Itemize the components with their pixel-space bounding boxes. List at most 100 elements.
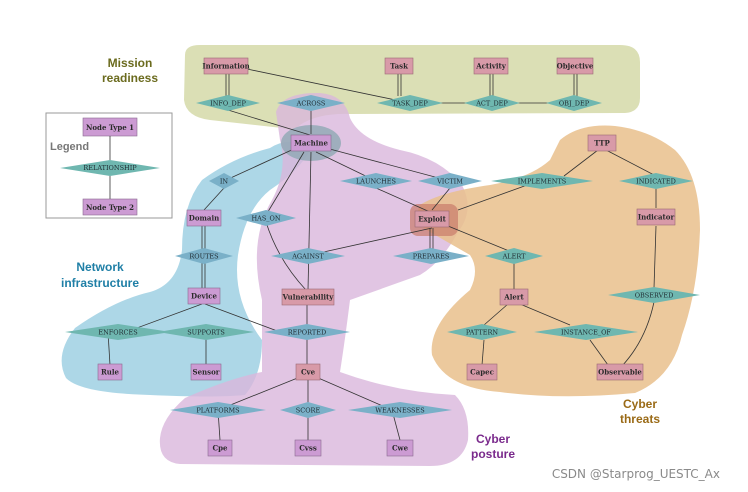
posture-label-line2: posture [471,447,515,461]
node-box [186,209,222,227]
node-exploit: Exploit [414,210,450,228]
node-label: Indicator [638,213,675,222]
mission-label-line1: Mission [108,56,153,70]
relationship-label: OBSERVED [635,291,674,299]
relationship-label: REPORTED [288,328,326,336]
relationship-diamond [546,95,602,111]
relationship-score: SCORE [280,402,336,418]
network-label-line2: infrastructure [61,276,139,290]
node-box [384,57,414,75]
relationship-info-dep: INFO_DEP [196,95,260,111]
relationship-diamond [170,402,266,418]
legend-node-type-2-label: Node Type 2 [86,203,134,212]
relationship-label: IN [220,177,229,185]
relationship-label: SUPPORTS [187,328,225,336]
relationship-label: TASK_DEP [392,99,428,107]
node-box [187,287,221,305]
relationship-label: ACT_DEP [475,99,508,107]
relationship-label: ACROSS [296,99,326,107]
mission-label-line2: readiness [102,71,158,85]
node-cve: Cve [295,363,321,381]
relationship-instance-of: INSTANCE_OF [534,324,638,340]
node-objective: Objective [557,57,594,75]
watermark: CSDN @Starprog_UESTC_Ax [552,467,720,481]
relationship-diamond [377,95,443,111]
relationship-label: AGAINST [291,252,324,260]
relationship-label: INSTANCE_OF [561,328,611,336]
relationship-task-dep: TASK_DEP [377,95,443,111]
relationship-enforces: ENFORCES [65,324,171,340]
relationship-label: ROUTES [189,252,218,260]
legend-node-type-2 [82,198,138,216]
relationship-label: HAS_ON [251,214,280,222]
node-label: Machine [294,139,328,148]
relationship-label: LAUNCHES [356,177,396,185]
relationship-label: SCORE [296,406,321,414]
node-domain: Domain [186,209,222,227]
relationship-diamond [158,324,254,340]
node-box [97,363,123,381]
relationship-launches: LAUNCHES [340,173,412,189]
legend-box: Legend Node Type 1 RELATIONSHIP Node Typ… [45,112,173,219]
relationship-label: WEAKNESSES [375,406,424,414]
node-label: Cvss [299,444,317,453]
node-box [207,439,233,457]
posture-label-line1: Cyber [476,432,510,446]
relationship-label: PREPARES [413,252,450,260]
relationship-label: INFO_DEP [210,99,246,107]
node-label: Device [191,292,218,301]
legend-node-type-1-label: Node Type 1 [86,123,134,132]
node-label: Activity [475,62,507,71]
node-information: Information [202,57,250,75]
relationship-alert: ALERT [485,248,543,264]
relationship-diamond [280,402,336,418]
relationship-label: PATTERN [466,328,499,336]
relationship-implements: IMPLEMENTS [491,173,593,189]
relationship-indicated: INDICATED [619,173,693,189]
node-label: TTP [594,139,610,148]
relationship-diamond [264,324,350,340]
relationship-victim: VICTIM [418,173,482,189]
relationship-across: ACROSS [277,95,345,111]
node-box [466,363,498,381]
node-box [499,288,529,306]
node-box [587,134,617,152]
node-activity: Activity [473,57,509,75]
node-box [290,134,332,152]
relationship-diamond [277,95,345,111]
node-label: Objective [557,62,594,71]
threats-region [417,125,700,397]
relationship-label: PLATFORMS [196,406,239,414]
legend-relationship-label: RELATIONSHIP [83,164,137,172]
relationship-diamond [619,173,693,189]
relationship-diamond [534,324,638,340]
relationship-has-on: HAS_ON [236,210,296,226]
node-rule: Rule [97,363,123,381]
threats-label-line1: Cyber [623,397,657,411]
relationship-weaknesses: WEAKNESSES [348,402,452,418]
relationship-diamond [340,173,412,189]
mission-region [184,45,640,130]
node-box [473,57,509,75]
node-label: Domain [189,214,219,223]
relationship-label: VICTIM [436,177,463,185]
node-label: Task [390,62,408,71]
node-label: Observable [598,368,642,377]
relationship-in: IN [209,173,239,189]
node-indicator: Indicator [636,208,676,226]
node-cwe: Cwe [386,439,414,457]
relationship-supports: SUPPORTS [158,324,254,340]
relationship-diamond [491,173,593,189]
node-alert: Alert [499,288,529,306]
relationship-observed: OBSERVED [608,287,700,303]
relationship-diamond [271,248,345,264]
node-machine: Machine [290,134,332,152]
node-box [636,208,676,226]
relationship-diamond [196,95,260,111]
relationship-diamond [65,324,171,340]
relationship-routes: ROUTES [175,248,233,264]
node-device: Device [187,287,221,305]
relationship-against: AGAINST [271,248,345,264]
node-box [203,57,249,75]
node-box [295,363,321,381]
